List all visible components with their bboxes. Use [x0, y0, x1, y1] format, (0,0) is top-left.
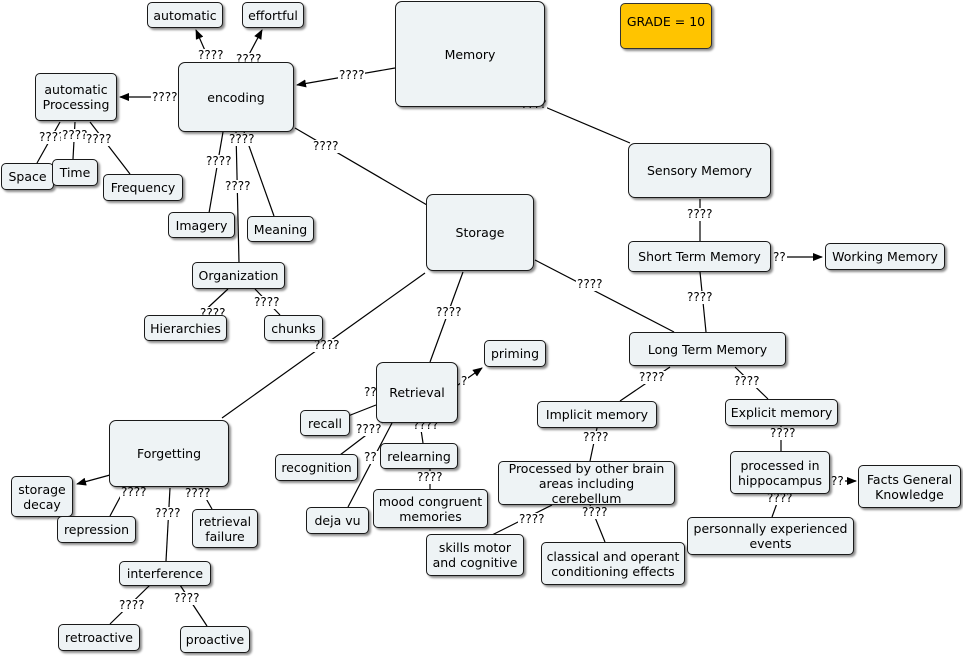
link-autoproc-frequency	[89, 121, 131, 175]
link-label: ????	[38, 130, 66, 144]
node-hierarchies[interactable]: Hierarchies	[144, 315, 227, 341]
link-label: ????	[85, 132, 113, 146]
link-label: ????	[769, 426, 797, 440]
link-label: ????	[686, 290, 714, 304]
link-forgetting-interference	[165, 487, 171, 562]
node-repression[interactable]: repression	[57, 516, 136, 543]
link-label: ????	[173, 591, 201, 605]
node-relearning[interactable]: relearning	[380, 443, 458, 469]
link-label: ????	[228, 132, 256, 146]
link-label: ????	[184, 486, 212, 500]
node-time[interactable]: Time	[52, 159, 98, 186]
link-label: ????	[355, 422, 383, 436]
link-label: ????	[253, 295, 281, 309]
node-working-memory[interactable]: Working Memory	[825, 243, 945, 270]
link-label: ????	[151, 90, 179, 104]
link-label: ????	[416, 470, 444, 484]
node-meaning[interactable]: Meaning	[247, 216, 314, 242]
node-skills[interactable]: skills motor and cognitive	[426, 534, 524, 576]
link-encoding-organization	[235, 131, 240, 264]
node-encoding[interactable]: encoding	[178, 62, 294, 132]
link-memory-sensory	[544, 106, 631, 144]
node-sensory-memory[interactable]: Sensory Memory	[628, 143, 771, 198]
link-label: ????	[518, 512, 546, 526]
node-storage[interactable]: Storage	[426, 194, 534, 271]
node-explicit-memory[interactable]: Explicit memory	[725, 399, 838, 426]
link-label: ????	[435, 305, 463, 319]
node-retrieval[interactable]: Retrieval	[376, 362, 458, 423]
link-label: ????	[766, 491, 794, 505]
node-recognition[interactable]: recognition	[275, 454, 358, 481]
node-retrieval-failure[interactable]: retrieval failure	[192, 509, 258, 548]
node-automatic-processing[interactable]: automatic Processing	[35, 73, 117, 121]
link-label: ????	[154, 506, 182, 520]
node-organization[interactable]: Organization	[192, 262, 285, 289]
node-short-term-memory[interactable]: Short Term Memory	[628, 241, 771, 272]
link-label: ????	[581, 505, 609, 519]
link-storage-ltm	[534, 259, 675, 333]
node-space[interactable]: Space	[1, 163, 54, 190]
node-personally-experienced[interactable]: personnally experienced events	[687, 517, 854, 555]
link-retrieval-recall	[347, 404, 377, 417]
node-imagery[interactable]: Imagery	[168, 212, 235, 238]
link-forgetting-decay	[76, 474, 111, 486]
node-mood-congruent[interactable]: mood congruent memories	[373, 489, 488, 528]
link-label: ????	[61, 128, 89, 142]
node-interference[interactable]: interference	[119, 561, 211, 586]
node-chunks[interactable]: chunks	[264, 315, 323, 341]
link-retrieval-dejavu	[347, 422, 393, 508]
link-label: ????	[312, 139, 340, 153]
link-label: ????	[733, 374, 761, 388]
node-memory[interactable]: Memory	[395, 1, 545, 107]
link-label: ????	[313, 338, 341, 352]
node-proactive[interactable]: proactive	[180, 626, 250, 653]
node-forgetting[interactable]: Forgetting	[109, 420, 229, 487]
link-label: ??	[363, 385, 378, 399]
node-grade[interactable]: GRADE = 10	[620, 3, 712, 49]
node-implicit-memory[interactable]: Implicit memory	[537, 401, 657, 428]
link-label: ????	[120, 485, 148, 499]
node-effortful[interactable]: effortful	[242, 2, 304, 28]
link-label: ????	[576, 277, 604, 291]
link-label: ????	[197, 48, 225, 62]
node-classical-operant[interactable]: classical and operant conditioning effec…	[541, 542, 685, 585]
node-recall[interactable]: recall	[300, 410, 350, 436]
link-label: ?	[460, 374, 469, 388]
node-retroactive[interactable]: retroactive	[58, 624, 140, 651]
node-storage-decay[interactable]: storage decay	[11, 476, 73, 517]
node-priming[interactable]: priming	[484, 340, 546, 367]
link-label: ????	[582, 430, 610, 444]
link-label: ??	[363, 450, 378, 464]
link-label: ????	[338, 68, 366, 82]
link-label: ????	[118, 598, 146, 612]
link-encoding-meaning	[243, 131, 275, 217]
link-encoding-imagery	[208, 131, 224, 214]
node-automatic[interactable]: automatic	[147, 2, 223, 28]
node-processed-hippocampus[interactable]: processed in hippocampus	[730, 451, 830, 494]
node-facts[interactable]: Facts General Knowledge	[858, 465, 961, 508]
link-label: ????	[686, 207, 714, 221]
link-label: ????	[224, 179, 252, 193]
node-long-term-memory[interactable]: Long Term Memory	[629, 332, 786, 366]
link-interference-proactive	[179, 584, 208, 627]
link-label: ??	[830, 474, 845, 488]
link-label: ??	[772, 250, 787, 264]
node-deja-vu[interactable]: deja vu	[306, 507, 369, 534]
link-label: ????	[205, 154, 233, 168]
node-frequency[interactable]: Frequency	[103, 174, 183, 201]
link-label: ????	[638, 370, 666, 384]
node-processed-other[interactable]: Processed by other brain areas including…	[498, 461, 675, 506]
